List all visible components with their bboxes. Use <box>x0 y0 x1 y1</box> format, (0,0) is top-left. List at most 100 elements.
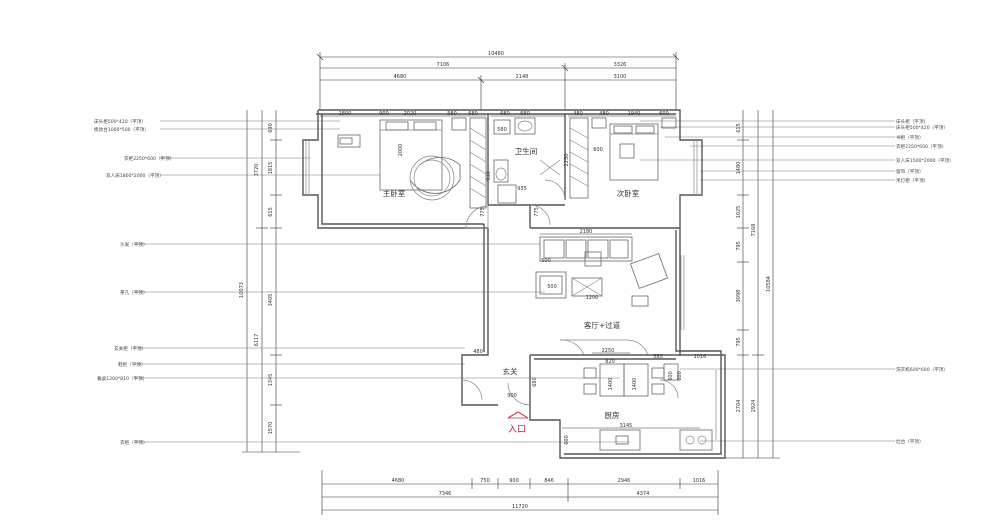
room-labels: 主卧室 卫生间 次卧室 客厅+过道 玄关 厨房 入口 <box>383 146 640 435</box>
dim-bottom-row2-b: 4374 <box>637 491 650 497</box>
dim-bath-2: 680 <box>520 111 530 117</box>
dim-door-1: 775 <box>480 207 486 217</box>
dim-top-row3-c: 3100 <box>614 74 627 80</box>
dim-bottom-row1-d: 846 <box>544 478 554 484</box>
dim-right-v1: 615 <box>736 123 742 133</box>
left-annotations: 床头柜500*420（平顶） 梳妆台1000*500（平顶） 衣柜2250*60… <box>94 118 174 446</box>
dim-bottom-row1-f: 1016 <box>693 478 706 484</box>
dim-k-1: 2250 <box>602 348 615 354</box>
dim-k-3: 580 <box>653 354 663 360</box>
dim-right-v6: 795 <box>736 337 742 347</box>
leader-lines <box>135 120 895 443</box>
dim-top-row2-a: 7106 <box>437 62 450 68</box>
label-entrance: 入口 <box>508 424 526 435</box>
dim-k-6: 1400 <box>632 378 638 391</box>
dim-right-v7: 2704 <box>736 400 742 413</box>
dim-left-v3: 615 <box>268 207 274 217</box>
bottom-dimension-chains: 4680 750 900 846 2946 1016 7346 4374 117… <box>321 470 719 515</box>
note-left-4: 双人床1800*2000（平顶） <box>106 172 164 179</box>
dim-sb-2: 480 <box>599 111 609 117</box>
note-left-10: 衣柜（平顶） <box>120 439 148 446</box>
note-left-2: 梳妆台1000*500（平顶） <box>94 126 149 133</box>
living-room-furniture <box>535 236 669 307</box>
label-foyer: 玄关 <box>503 366 518 376</box>
note-left-3: 衣柜2250*600（平顶） <box>124 155 174 162</box>
dim-k-4: 1016 <box>694 354 707 360</box>
dim-left-v8: 6117 <box>254 334 260 347</box>
label-bathroom: 卫生间 <box>515 146 538 156</box>
note-right-7: 吊灯柜（平顶） <box>896 177 928 184</box>
dim-mb-4: 580 <box>447 111 457 117</box>
dim-right-v8: 2924 <box>751 400 757 413</box>
dim-bath-1: 680 <box>500 111 510 117</box>
interior-dimensions: 1800 900 2020 580 680 2000 680 680 580 9… <box>320 111 706 445</box>
doors <box>461 179 679 406</box>
label-second-bedroom: 次卧室 <box>617 188 640 198</box>
note-right-2: 床头柜500*420（平顶） <box>896 124 948 131</box>
dim-left-total: 10073 <box>239 282 245 298</box>
dim-left-v4: 3720 <box>254 164 260 177</box>
master-bedroom-furniture <box>337 117 487 209</box>
dim-mb-1: 1800 <box>339 111 352 117</box>
note-right-4: 衣柜2250*600（平顶） <box>896 143 946 150</box>
note-left-6: 茶几（平顶） <box>120 289 148 296</box>
dim-right-v5: 3098 <box>736 290 742 303</box>
walls <box>302 109 726 459</box>
dim-bath-4: 930 <box>486 171 492 181</box>
dim-bottom-row1-b: 750 <box>480 478 490 484</box>
note-right-8: 洗衣机600*600（平顶） <box>896 366 948 373</box>
windows <box>305 140 717 440</box>
dim-sb-1: 480 <box>573 111 583 117</box>
dim-bottom-row1-a: 4680 <box>392 478 405 484</box>
dim-bottom-overall: 11720 <box>512 504 528 510</box>
dim-k-2: 820 <box>605 359 615 365</box>
dim-left-v7: 1570 <box>268 422 274 435</box>
dim-right-a: 7168 <box>751 224 757 237</box>
dim-bath-5: 2250 <box>564 154 570 167</box>
note-right-9: 灶台（平顶） <box>896 438 924 445</box>
dim-door-2: 775 <box>534 207 540 217</box>
entry-mark <box>507 411 529 419</box>
dim-left-v2: 1815 <box>268 162 274 175</box>
dim-k-7: 600 <box>668 371 674 381</box>
dim-k-9: 3145 <box>620 423 633 429</box>
dim-lv-5: 480 <box>473 349 483 355</box>
dim-sb-3: 1940 <box>628 111 641 117</box>
dim-right-v3: 1025 <box>736 206 742 219</box>
dim-k-8: 600 <box>677 371 683 381</box>
dim-lv-3: 500 <box>547 284 557 290</box>
right-annotations: 床头柜（平顶） 床头柜500*420（平顶） 书柜（平顶） 衣柜2250*600… <box>896 118 954 445</box>
label-kitchen: 厨房 <box>605 410 620 420</box>
dim-mb-5: 680 <box>468 111 478 117</box>
dim-left-v6: 1345 <box>268 374 274 387</box>
kitchen-furniture <box>583 363 713 451</box>
dim-k-10: 600 <box>564 435 570 445</box>
dim-top-row3-a: 4680 <box>394 74 407 80</box>
dim-bottom-row1-e: 2946 <box>618 478 631 484</box>
dim-k-12: 680 <box>532 377 538 387</box>
note-left-5: 沙发（平顶） <box>120 241 148 248</box>
note-right-1: 床头柜（平顶） <box>896 118 928 125</box>
dim-lv-4: 1200 <box>586 295 599 301</box>
note-right-3: 书柜（平顶） <box>896 134 924 141</box>
dim-right-v2: 1480 <box>736 162 742 175</box>
note-left-8: 鞋柜（平顶） <box>118 361 146 368</box>
dim-sb-4: 600 <box>659 111 669 117</box>
dim-top-row3-b: 2148 <box>516 74 529 80</box>
dim-left-v5: 3405 <box>268 294 274 307</box>
dim-bottom-row1-c: 900 <box>509 478 519 484</box>
note-right-5: 双人床1500*2000（平顶） <box>896 157 954 164</box>
note-left-1: 床头柜500*420（平顶） <box>94 118 146 125</box>
dim-lv-2: 500 <box>541 258 551 264</box>
dim-right-v4: 795 <box>736 241 742 251</box>
dim-k-5: 1400 <box>608 378 614 391</box>
left-dimension-chains: 690 1815 615 3720 3405 1345 1570 10073 6… <box>239 110 300 453</box>
label-master-bedroom: 主卧室 <box>383 188 406 198</box>
dim-mb-3: 2020 <box>404 111 417 117</box>
dim-bath-3: 580 <box>497 127 507 133</box>
dim-sb-5: 600 <box>593 147 603 153</box>
dim-mb-bed: 2000 <box>398 144 404 157</box>
dim-bottom-row2-a: 7346 <box>439 491 452 497</box>
note-right-6: 窗帘（平顶） <box>896 168 924 175</box>
dim-top-row2-b: 3326 <box>614 62 627 68</box>
